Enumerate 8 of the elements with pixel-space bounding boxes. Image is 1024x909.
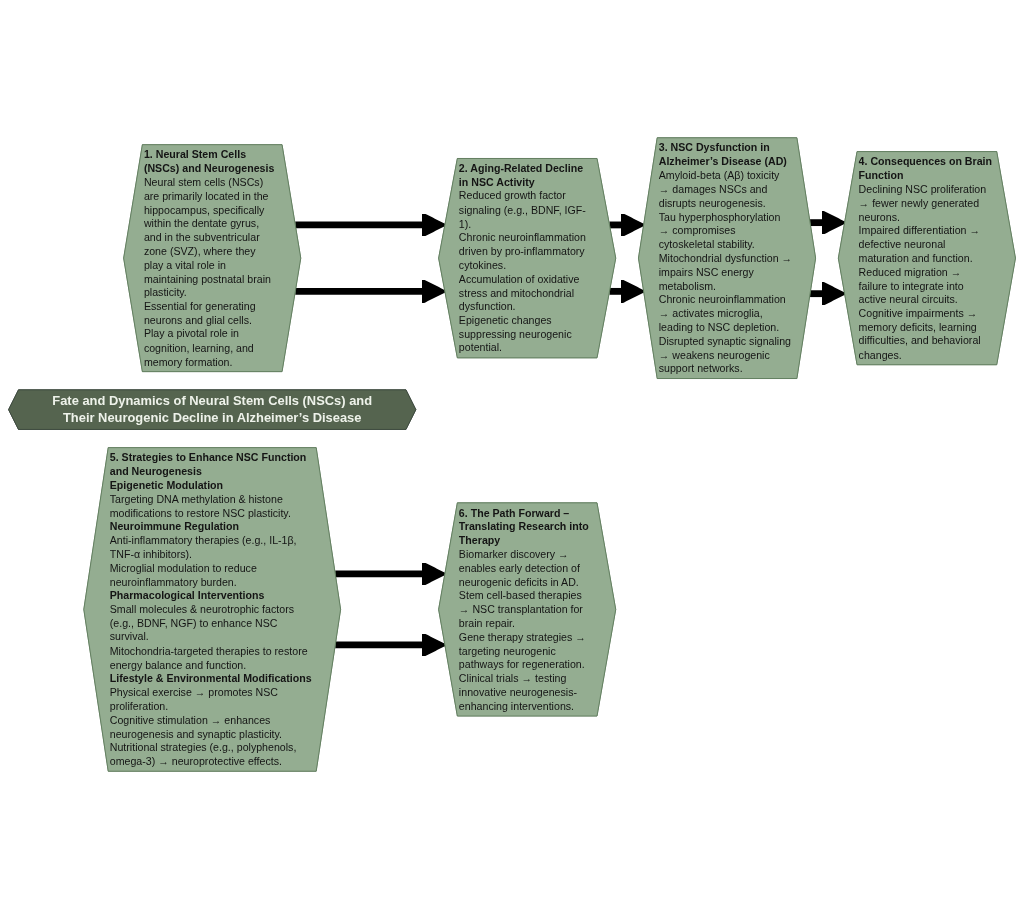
arrow xyxy=(810,210,846,236)
arrow xyxy=(295,212,446,238)
arrow xyxy=(335,561,446,587)
arrow xyxy=(295,278,446,304)
arrow xyxy=(609,212,645,238)
arrow xyxy=(335,632,446,658)
arrow xyxy=(810,281,846,307)
arrow xyxy=(609,278,645,304)
